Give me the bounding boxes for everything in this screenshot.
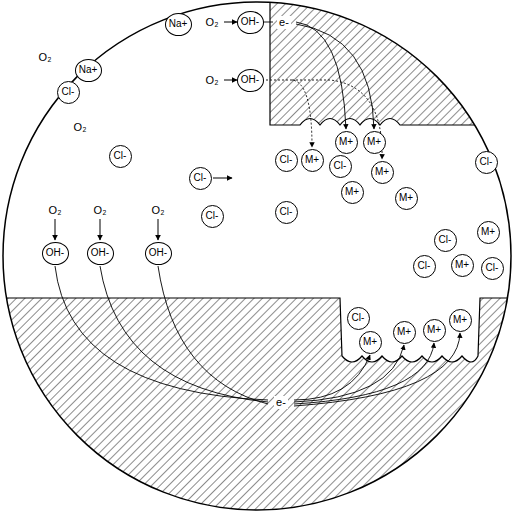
ion-circle: Cl-	[201, 205, 224, 228]
ion-circle: Na+	[75, 59, 102, 82]
ion-circle: OH-	[42, 242, 69, 265]
ion-circle: Cl-	[275, 201, 298, 224]
ion-label: Cl-	[62, 87, 75, 97]
ion-circle: M+	[477, 221, 500, 244]
ion-label: Cl-	[280, 155, 293, 165]
ion-label: OH-	[46, 248, 64, 258]
ion-circle: M+	[363, 131, 386, 154]
ion-circle: OH-	[237, 69, 264, 92]
ion-circle: Cl-	[189, 167, 212, 190]
upper-metal	[270, 0, 514, 125]
ion-circle: M+	[449, 309, 472, 332]
ion-label: OH-	[91, 248, 109, 258]
oxygen-label: O₂	[39, 52, 52, 63]
ion-label: M+	[345, 187, 359, 197]
ion-label: M+	[363, 337, 377, 347]
ion-circle: Cl-	[413, 255, 436, 278]
oxygen-label: O₂	[94, 205, 107, 216]
ion-circle: Na+	[165, 13, 192, 36]
ion-label: Cl-	[334, 161, 347, 171]
ion-label: M+	[367, 137, 381, 147]
ion-label: M+	[339, 137, 353, 147]
ion-label: M+	[399, 193, 413, 203]
ion-label: M+	[481, 227, 495, 237]
ion-label: Cl-	[486, 263, 499, 273]
ion-label: Cl-	[280, 207, 293, 217]
oxygen-label: O₂	[206, 75, 219, 86]
ion-label: M+	[397, 327, 411, 337]
ion-circle: M+	[393, 321, 416, 344]
ion-label: Cl-	[194, 173, 207, 183]
view-circle	[3, 2, 511, 510]
ion-circle: M+	[359, 331, 382, 354]
ion-circle: M+	[395, 187, 418, 210]
electron-label: e-	[277, 16, 291, 29]
ion-circle: Cl-	[329, 155, 352, 178]
flow-arrows	[55, 22, 237, 240]
ion-circle: Cl-	[109, 145, 132, 168]
ion-label: Na+	[79, 65, 98, 75]
ion-circle: OH-	[87, 242, 114, 265]
ion-circle: Cl-	[475, 151, 498, 174]
ion-label: M+	[375, 167, 389, 177]
ion-label: M+	[455, 260, 469, 270]
ion-circle: M+	[335, 131, 358, 154]
ion-label: Cl-	[439, 235, 452, 245]
ion-circle: M+	[371, 161, 394, 184]
ion-label: M+	[427, 325, 441, 335]
oxygen-label: O₂	[74, 122, 87, 133]
ion-label: OH-	[241, 17, 259, 27]
ion-label: Cl-	[418, 261, 431, 271]
ion-label: Na+	[169, 19, 188, 29]
ion-label: M+	[305, 155, 319, 165]
electron-paths	[55, 22, 460, 406]
ion-label: Cl-	[206, 211, 219, 221]
ion-circle: M+	[341, 181, 364, 204]
ion-circle: Cl-	[481, 257, 504, 280]
ion-label: M+	[453, 315, 467, 325]
ion-circle: M+	[423, 319, 446, 342]
oxygen-label: O₂	[152, 205, 165, 216]
oxygen-label: O₂	[49, 205, 62, 216]
oxygen-label: O₂	[206, 17, 219, 28]
ion-circle: M+	[301, 149, 324, 172]
ion-label: Cl-	[114, 151, 127, 161]
ion-label: OH-	[149, 248, 167, 258]
ion-circle: Cl-	[57, 81, 80, 104]
ion-label: Cl-	[480, 157, 493, 167]
ion-circle: Cl-	[347, 307, 370, 330]
ion-circle: OH-	[237, 11, 264, 34]
electron-label: e-	[274, 396, 288, 409]
ion-circle: M+	[451, 254, 474, 277]
ion-circle: Cl-	[434, 229, 457, 252]
ion-label: Cl-	[352, 313, 365, 323]
lower-metal	[0, 298, 514, 512]
ion-circle: Cl-	[275, 149, 298, 172]
ion-label: OH-	[241, 75, 259, 85]
ion-circle: OH-	[145, 242, 172, 265]
